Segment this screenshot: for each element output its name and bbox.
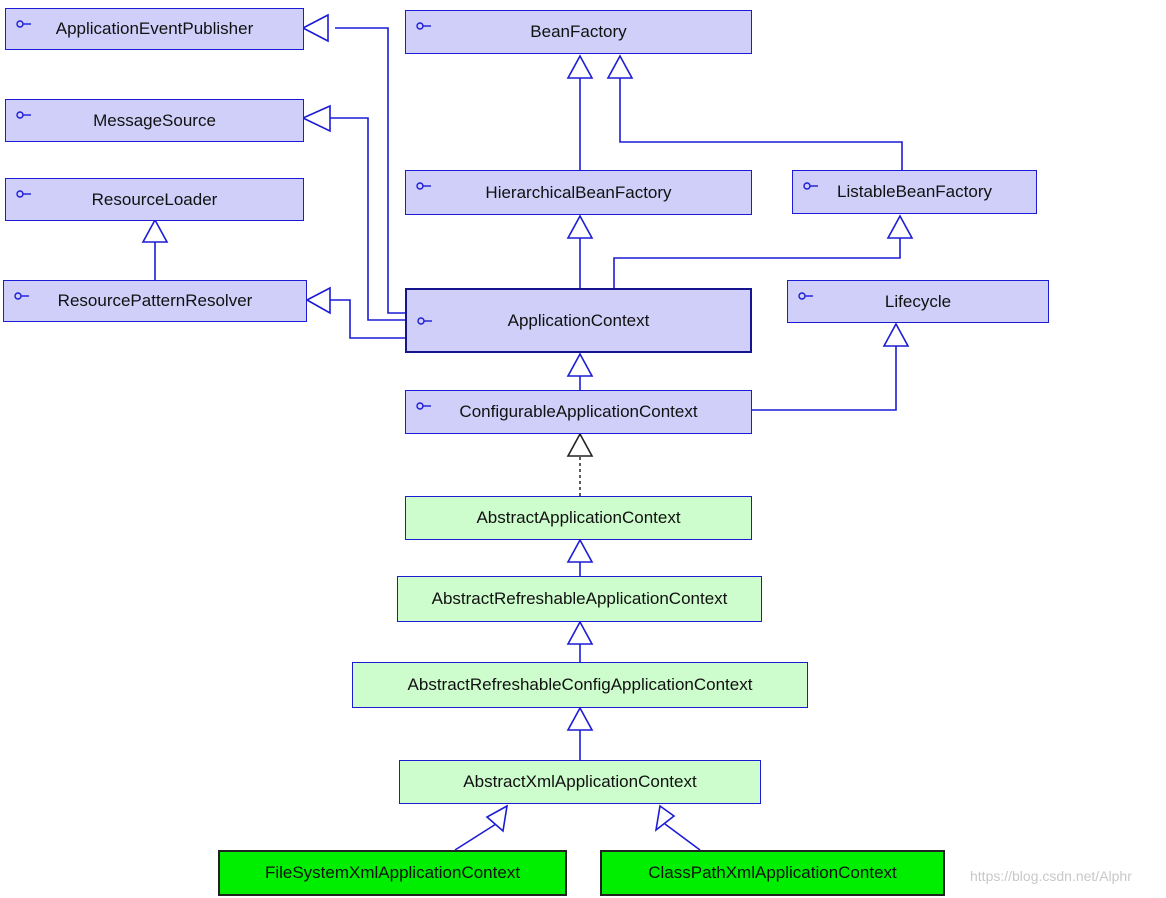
node-label: ListableBeanFactory <box>837 182 992 201</box>
node-lifecycle[interactable]: Lifecycle <box>787 280 1049 323</box>
node-bean-factory[interactable]: BeanFactory <box>405 10 752 54</box>
arrowhead-bean-factory-right <box>606 54 634 79</box>
node-configurable-application-context[interactable]: ConfigurableApplicationContext <box>405 390 752 434</box>
lollipop-interface-icon <box>16 111 31 119</box>
lollipop-interface-icon <box>416 182 431 190</box>
node-abstract-refreshable-application-context[interactable]: AbstractRefreshableApplicationContext <box>397 576 762 622</box>
arrowhead-listable <box>886 214 914 239</box>
edge-ac-to-listable <box>613 238 901 290</box>
node-message-source[interactable]: MessageSource <box>5 99 304 142</box>
node-label: ClassPathXmlApplicationContext <box>648 863 897 882</box>
node-class-path-xml-application-context[interactable]: ClassPathXmlApplicationContext <box>600 850 945 896</box>
node-resource-loader[interactable]: ResourceLoader <box>5 178 304 221</box>
arrowhead-hierarchical <box>566 214 594 239</box>
edge-ac-to-resource-pattern-resolver <box>330 299 405 339</box>
edge-configurable-to-lifecycle <box>752 346 897 411</box>
arrowhead-message-source <box>301 104 331 133</box>
node-label: FileSystemXmlApplicationContext <box>264 863 521 882</box>
node-label: AbstractRefreshableConfigApplicationCont… <box>407 675 753 694</box>
edge-ac-to-application-event-publisher <box>335 27 405 314</box>
node-label: HierarchicalBeanFactory <box>485 182 672 202</box>
node-label: ConfigurableApplicationContext <box>459 402 698 421</box>
arrowhead-resource-loader <box>141 218 169 243</box>
node-label: AbstractXmlApplicationContext <box>463 772 697 791</box>
edge-fsxac-to-axac <box>454 823 497 851</box>
arrowhead-configurable <box>566 432 594 457</box>
node-abstract-xml-application-context[interactable]: AbstractXmlApplicationContext <box>399 760 761 804</box>
edge-listable-to-bean-factory <box>619 78 903 170</box>
arrowhead-aac <box>566 538 594 563</box>
lollipop-interface-icon <box>417 317 432 325</box>
node-label: ResourceLoader <box>91 189 218 209</box>
node-label: Lifecycle <box>884 291 952 311</box>
arrowhead-arcac <box>566 706 594 731</box>
lollipop-interface-icon <box>416 22 431 30</box>
edges-group <box>154 27 903 851</box>
arrowhead-application-event-publisher <box>301 13 329 43</box>
arrowhead-axac-left <box>485 804 509 833</box>
node-abstract-refreshable-config-application-context[interactable]: AbstractRefreshableConfigApplicationCont… <box>352 662 808 708</box>
node-listable-bean-factory[interactable]: ListableBeanFactory <box>792 170 1037 214</box>
node-file-system-xml-application-context[interactable]: FileSystemXmlApplicationContext <box>218 850 567 896</box>
watermark-text: https://blog.csdn.net/Alphr <box>970 868 1132 884</box>
node-label: AbstractApplicationContext <box>476 508 681 527</box>
node-label: ResourcePatternResolver <box>57 291 253 310</box>
arrowhead-bean-factory-left <box>566 54 594 79</box>
edge-cpxac-to-axac <box>664 823 701 851</box>
arrowhead-application-context <box>566 352 594 377</box>
arrowhead-lifecycle <box>882 322 910 347</box>
edge-ac-to-message-source <box>330 117 405 321</box>
node-application-event-publisher[interactable]: ApplicationEventPublisher <box>5 8 304 50</box>
node-application-context[interactable]: ApplicationContext <box>405 288 752 353</box>
node-label: MessageSource <box>93 110 216 130</box>
lollipop-interface-icon <box>798 292 813 300</box>
node-resource-pattern-resolver[interactable]: ResourcePatternResolver <box>3 280 307 322</box>
lollipop-interface-icon <box>14 292 29 300</box>
lollipop-interface-icon <box>16 20 31 28</box>
node-label: ApplicationContext <box>507 310 650 330</box>
node-label: ApplicationEventPublisher <box>55 19 254 38</box>
node-label: AbstractRefreshableApplicationContext <box>431 589 728 608</box>
arrowhead-axac-right <box>654 804 676 832</box>
node-label: BeanFactory <box>530 22 627 41</box>
arrowhead-resource-pattern-resolver <box>305 286 331 315</box>
lollipop-interface-icon <box>803 182 818 190</box>
lollipop-interface-icon <box>16 190 31 198</box>
node-hierarchical-bean-factory[interactable]: HierarchicalBeanFactory <box>405 170 752 215</box>
arrowheads-group <box>141 13 914 833</box>
node-abstract-application-context[interactable]: AbstractApplicationContext <box>405 496 752 540</box>
lollipop-interface-icon <box>416 402 431 410</box>
arrowhead-arac <box>566 620 594 645</box>
